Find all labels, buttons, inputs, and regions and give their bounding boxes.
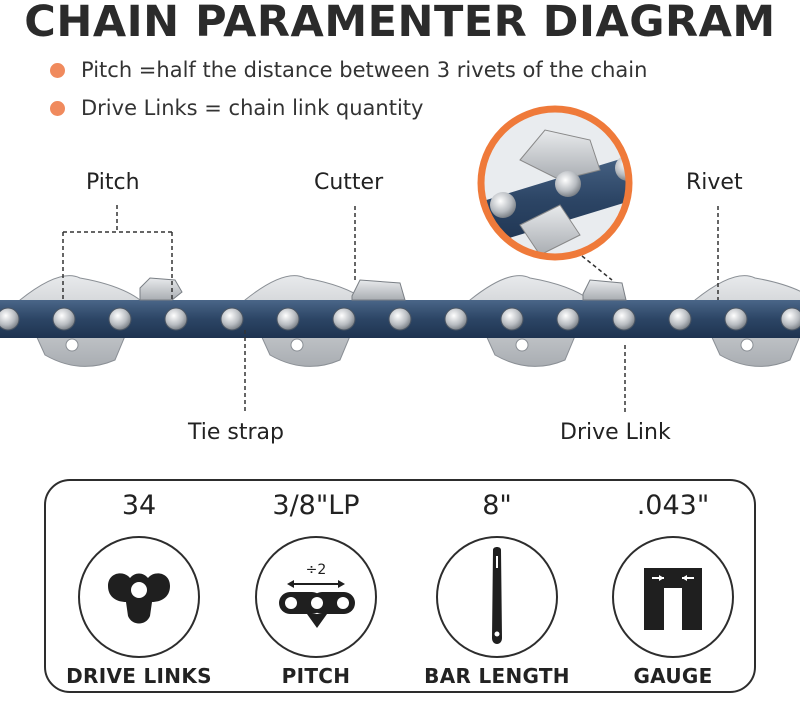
zoom-magnifier	[477, 105, 633, 261]
spec-value: 8"	[482, 490, 512, 521]
bullet-drive-links: Drive Links = chain link quantity	[50, 96, 423, 120]
rivet	[724, 307, 748, 331]
rivet	[276, 307, 300, 331]
rivet	[108, 307, 132, 331]
spec-panel	[44, 479, 756, 693]
chain-diagram	[0, 105, 800, 412]
rivet	[668, 307, 692, 331]
spec-circle	[612, 536, 734, 658]
gauge-icon	[644, 568, 702, 630]
tang-hole	[290, 338, 304, 352]
spec-name: GAUGE	[633, 664, 713, 688]
bullet-dot-icon	[50, 62, 65, 78]
rivet	[444, 307, 468, 331]
rivet	[500, 307, 524, 331]
tang-hole	[515, 338, 529, 352]
spec-value: 34	[121, 490, 157, 521]
spec-circle	[78, 536, 200, 658]
rivet	[0, 307, 20, 331]
rivet	[220, 307, 244, 331]
bullet-dot-icon	[50, 100, 65, 116]
rivet	[52, 307, 76, 331]
tang-hole	[740, 338, 754, 352]
spec-drive-links: 34 DRIVE LINKS	[54, 488, 224, 688]
label-tie-strap: Tie strap	[188, 420, 284, 445]
label-cutter: Cutter	[314, 170, 384, 195]
pitch-divide-text: ÷2	[306, 562, 327, 578]
rivet	[332, 307, 356, 331]
spec-name: BAR LENGTH	[424, 664, 570, 688]
label-drive-link: Drive Link	[560, 420, 671, 445]
spec-name: DRIVE LINKS	[66, 664, 212, 688]
spec-pitch: 3/8"LP ÷2 PITCH	[231, 488, 401, 688]
label-pitch: Pitch	[86, 170, 140, 195]
pointer-lines	[244, 206, 719, 412]
pitch-icon: ÷2	[279, 562, 355, 628]
spec-value: 3/8"LP	[272, 490, 360, 521]
drive-link-icon	[108, 573, 170, 624]
bullet-text: Drive Links = chain link quantity	[81, 96, 424, 120]
bullet-pitch: Pitch =half the distance between 3 rivet…	[50, 58, 647, 82]
spec-circle: ÷2	[255, 536, 377, 658]
rivet	[780, 307, 800, 331]
spec-gauge: .043" GAUGE	[588, 488, 758, 688]
tang-hole	[65, 338, 79, 352]
spec-circle	[436, 536, 558, 658]
label-rivet: Rivet	[686, 170, 743, 195]
spec-bar-length: 8" BAR LENGTH	[412, 488, 582, 688]
rivet	[612, 307, 636, 331]
rivet	[164, 307, 188, 331]
page-title: CHAIN PARAMENTER DIAGRAM	[24, 0, 776, 47]
bar-icon	[492, 547, 502, 644]
rivet	[388, 307, 412, 331]
bullet-text: Pitch =half the distance between 3 rivet…	[81, 58, 648, 82]
spec-name: PITCH	[281, 664, 351, 688]
chain-links	[0, 300, 800, 338]
pitch-bracket	[62, 205, 173, 300]
rivet	[556, 307, 580, 331]
spec-value: .043"	[636, 490, 710, 521]
